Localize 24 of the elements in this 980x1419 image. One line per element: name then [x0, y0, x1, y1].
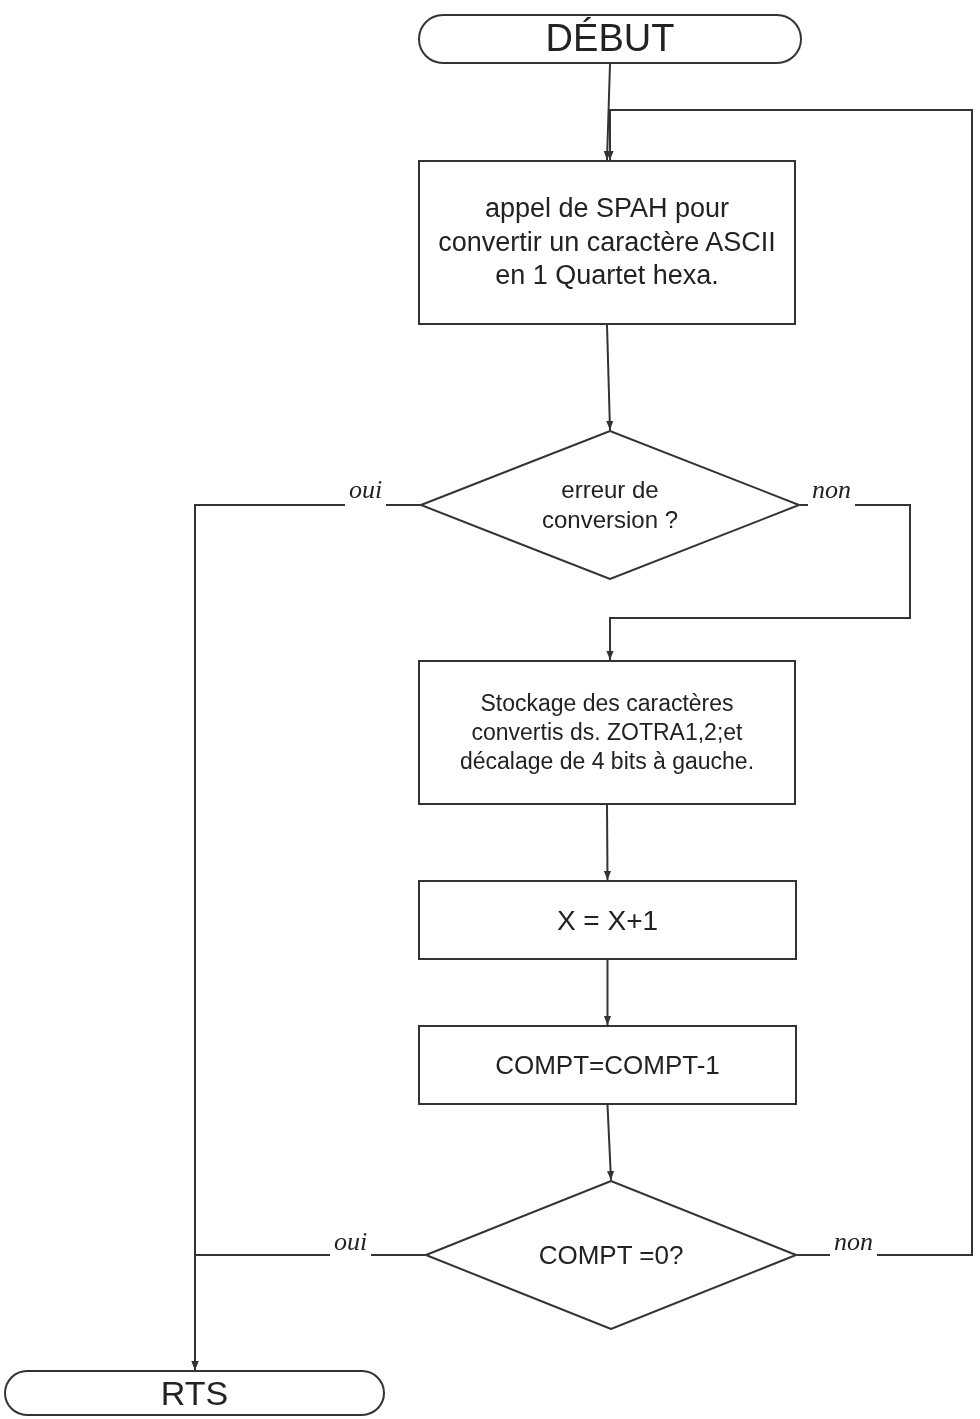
node-text: appel de SPAH pour convertir un caractère ASCII en 1 Quartet hexa. [437, 191, 777, 293]
decision-diamond [425, 1180, 797, 1330]
arrow [603, 63, 611, 161]
process-box [418, 660, 796, 805]
decision-diamond [420, 430, 800, 580]
node-text: RTS [160, 1372, 229, 1414]
arrow [606, 1104, 615, 1181]
node-text: Stockage des caractères convertis ds. ZOTRA1,2;et décalage de 4 bits à gauche. [458, 689, 756, 776]
arrow [606, 324, 614, 431]
node-text: COMPT =0? [538, 1238, 684, 1272]
arrow [603, 804, 612, 881]
node-text: erreur de conversion ? [540, 475, 680, 535]
arrow [603, 959, 612, 1026]
node-text: DÉBUT [545, 16, 675, 62]
terminal-shape [418, 14, 802, 64]
arrow [606, 109, 973, 1256]
process-box [418, 160, 796, 325]
arrow [191, 1254, 426, 1371]
process-box [418, 880, 797, 960]
node-text: X = X+1 [556, 903, 659, 938]
arrow [606, 504, 911, 661]
node-text: COMPT=COMPT-1 [495, 1048, 720, 1082]
process-box [418, 1025, 797, 1105]
terminal-shape [4, 1370, 385, 1416]
